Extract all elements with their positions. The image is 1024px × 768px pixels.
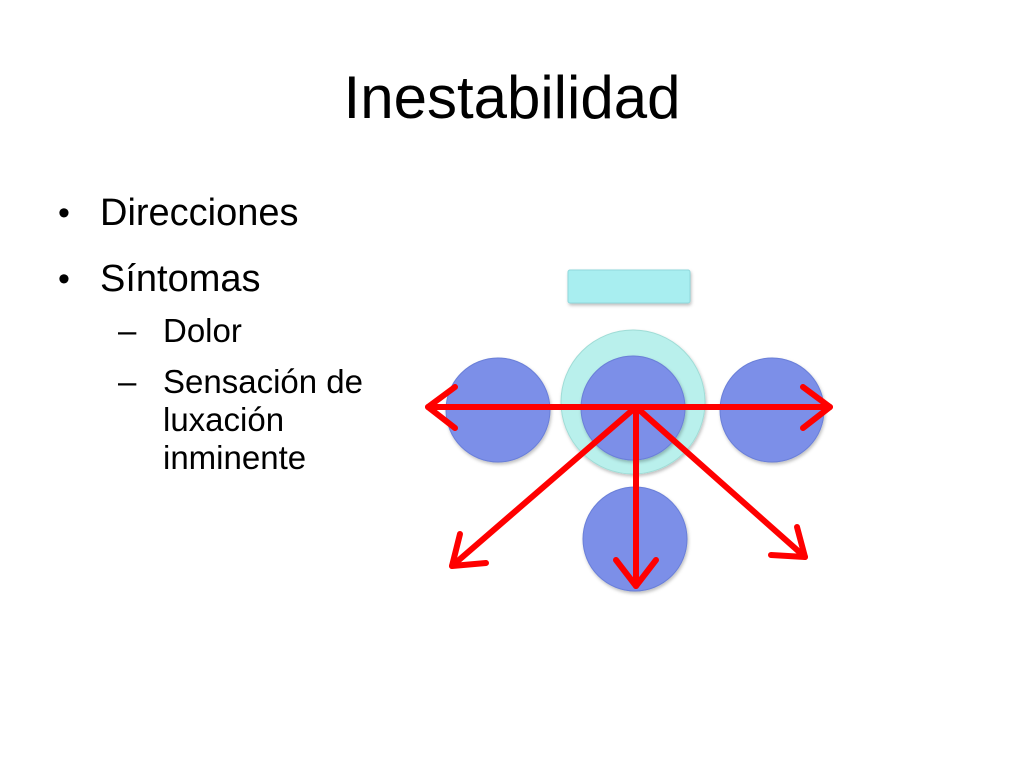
sub-item-text: Sensación de luxación inminente xyxy=(163,363,363,476)
arrow-down-right-icon xyxy=(633,404,808,560)
arrow-down-icon xyxy=(613,404,659,589)
bullet-item-direcciones: • Direcciones xyxy=(58,190,398,236)
dash-icon: – xyxy=(118,363,137,400)
bullet-list: • Direcciones • Síntomas – Dolor – Sensa… xyxy=(58,190,398,497)
sub-item-text: Dolor xyxy=(163,312,242,349)
socket-rectangle xyxy=(567,269,691,304)
bullet-dot-icon: • xyxy=(58,260,70,298)
dash-icon: – xyxy=(118,312,137,349)
slide-title: Inestabilidad xyxy=(343,64,681,131)
arrow-right-icon xyxy=(633,384,833,431)
sub-item-sensacion: – Sensación de luxación inminente xyxy=(118,363,398,477)
bullet-text: Síntomas xyxy=(100,258,261,300)
bullet-text: Direcciones xyxy=(100,192,299,234)
arrow-down-left-icon xyxy=(449,404,639,569)
bullet-dot-icon: • xyxy=(58,194,70,232)
sub-item-dolor: – Dolor xyxy=(118,312,398,350)
bullet-item-sintomas: • Síntomas – Dolor – Sensación de luxaci… xyxy=(58,256,398,477)
arrow-left-icon xyxy=(425,384,639,431)
sub-bullet-list: – Dolor – Sensación de luxación inminent… xyxy=(100,312,398,477)
